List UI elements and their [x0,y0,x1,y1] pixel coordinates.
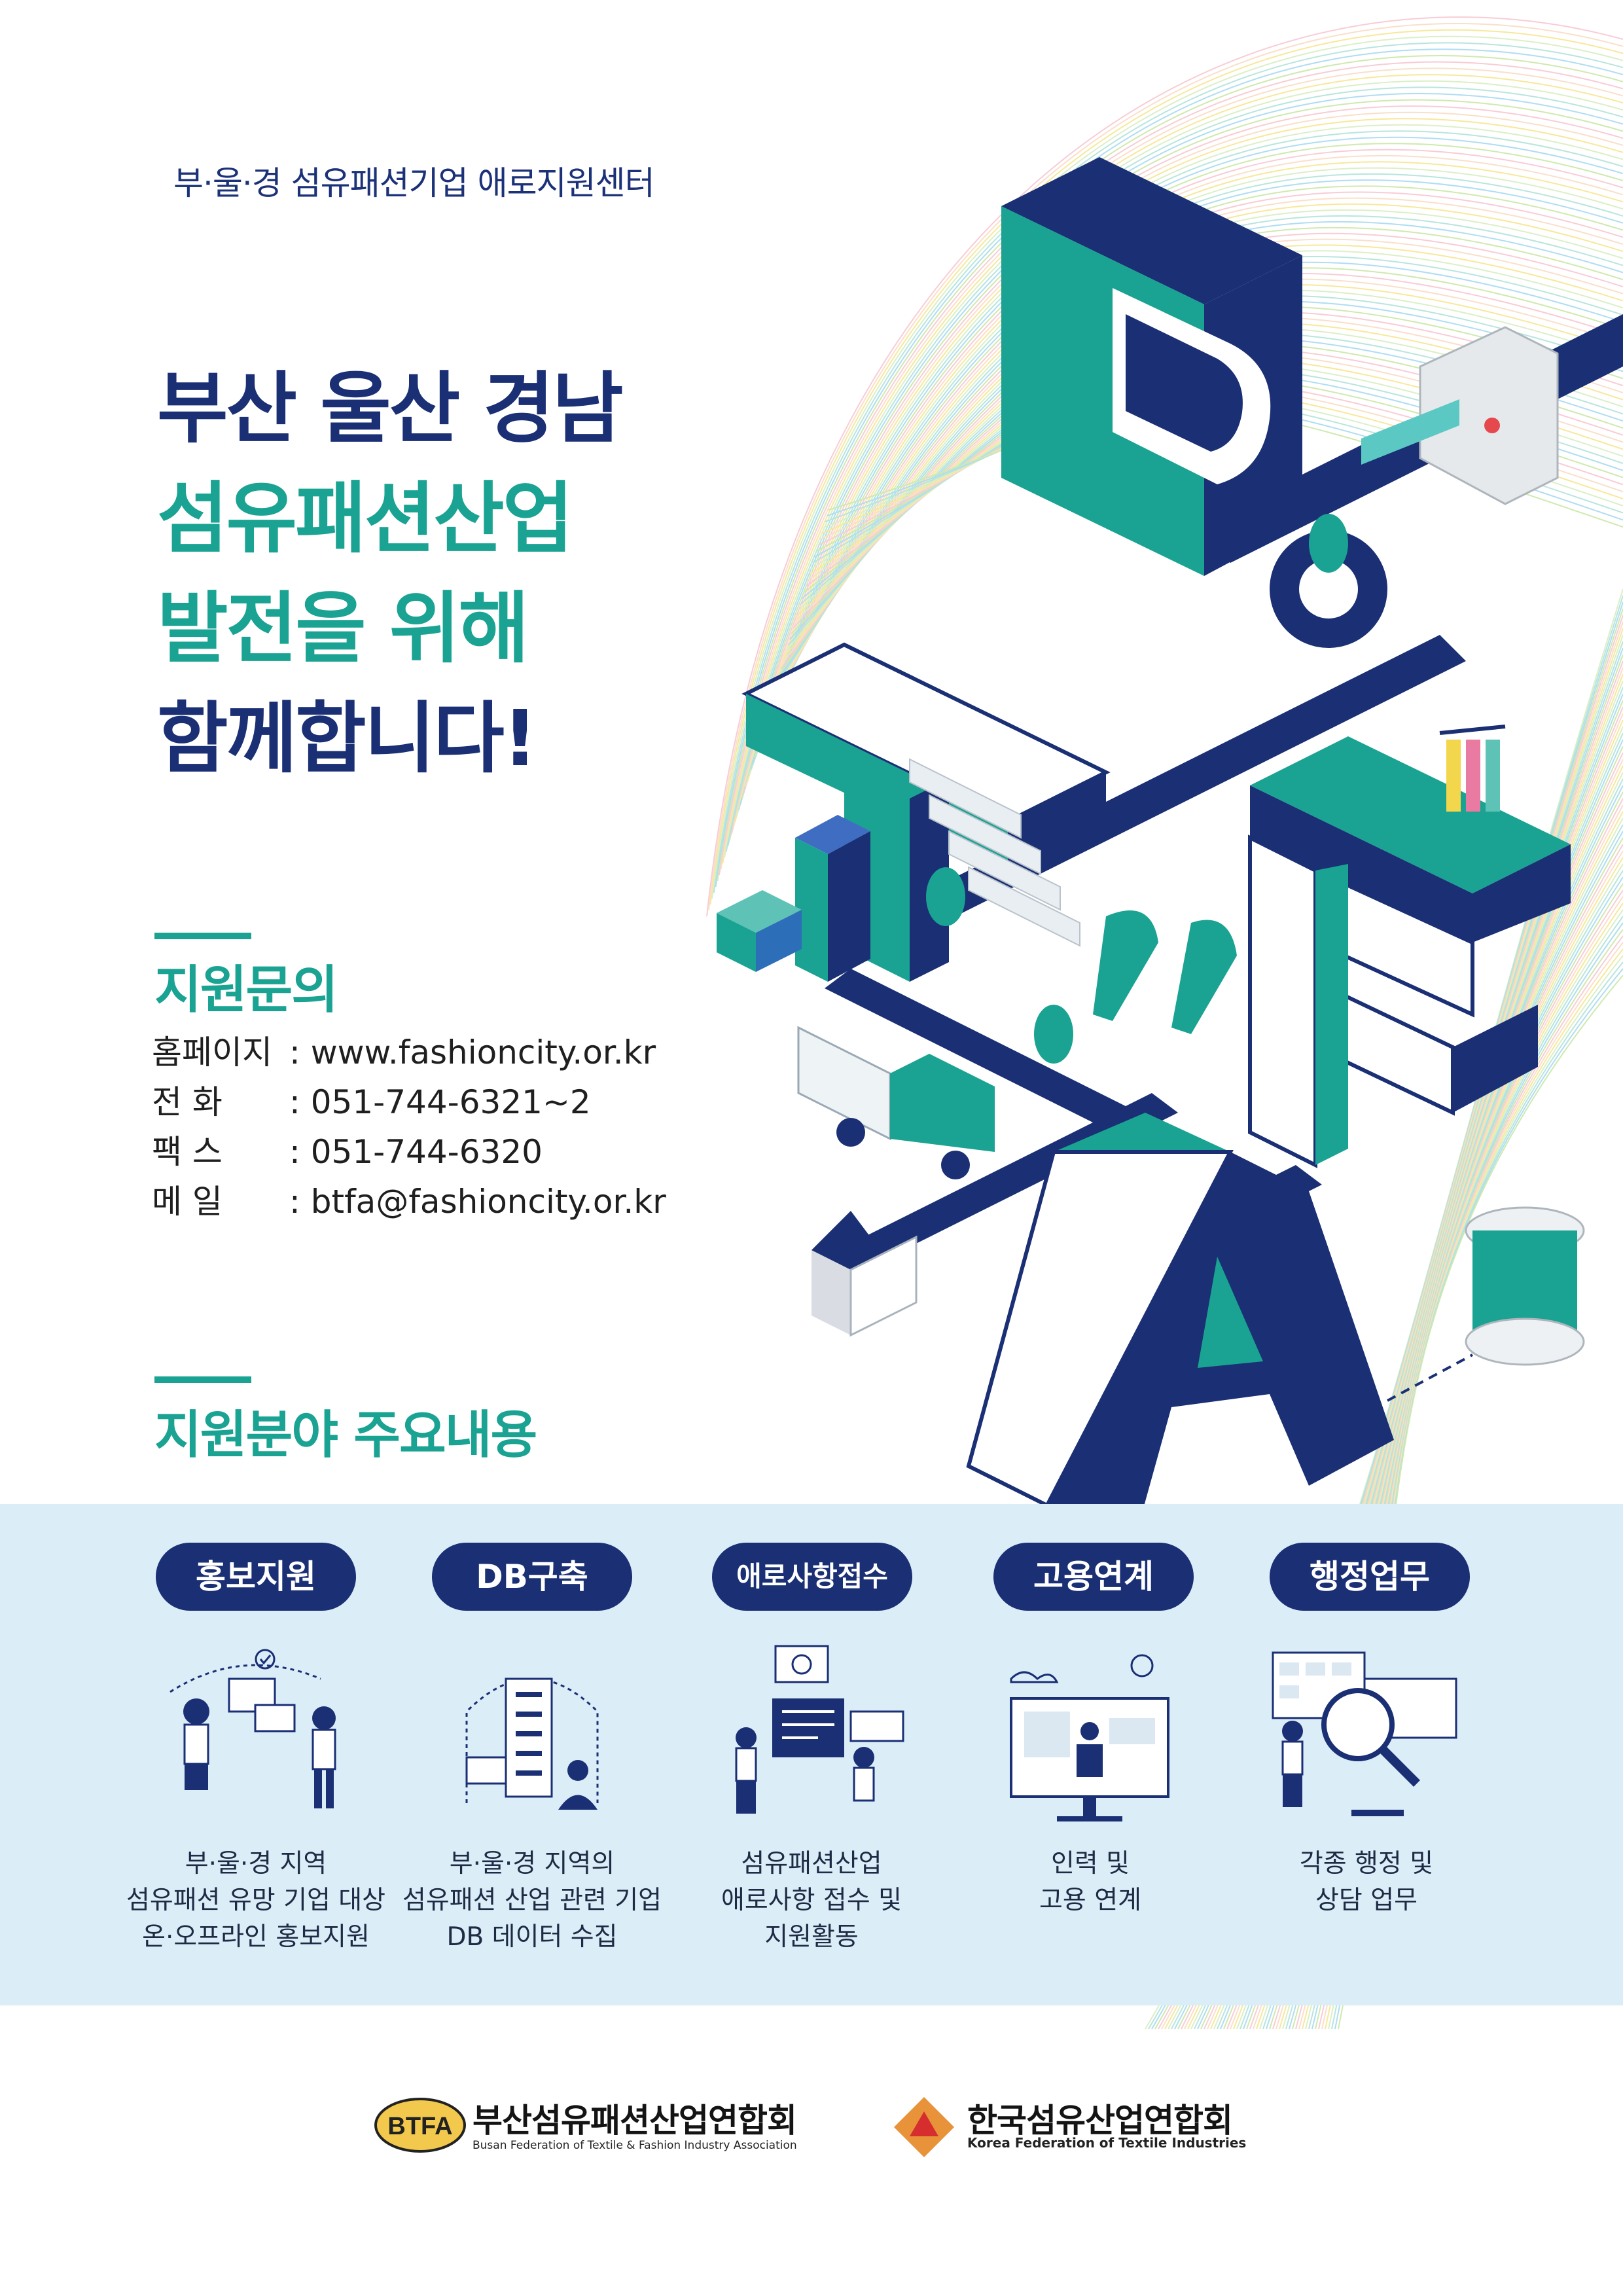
btfa-name: 부산섬유패션산업연합회 [473,2102,797,2140]
btfa-emblem-text: BTFA [387,2113,452,2140]
kofoti-english-name: Korea Federation of Textile Industries [967,2135,1247,2151]
services-section-title: 지원분야 주요내용 [154,1406,537,1465]
tree-icon [926,514,1348,1064]
service-pill-promotion: 홍보지원 [156,1543,356,1611]
sewing-machine-icon [1361,326,1559,505]
service-desc-promotion: 부·울·경 지역 섬유패션 유망 기업 대상 온·오프라인 홍보지원 [126,1849,385,1952]
service-pill-employment: 고용연계 [993,1543,1194,1611]
contact-section-bar [154,933,251,939]
kofoti-emblem-icon [894,2097,954,2157]
fax-number: : 051-744-6320 [289,1133,543,1171]
btfa-english-name: Busan Federation of Textile & Fashion In… [473,2139,797,2152]
promotion-illustration [169,1649,336,1808]
headline-line-1: 부산 울산 경남 [157,363,624,454]
contact-row-homepage: 홈페이지: www.fashioncity.or.kr [152,1033,656,1071]
letter-b-block [1001,157,1302,576]
headline-line-2: 섬유패션산업 [157,473,573,564]
building-icon [717,815,870,982]
kofoti-name: 한국섬유산업연합회 [967,2102,1233,2140]
btfa-logo: BTFA [374,2098,466,2153]
delivery-truck-icon [797,1026,995,1179]
contact-section-title: 지원문의 [154,961,338,1020]
service-pill-complaints: 애로사항접수 [712,1543,912,1611]
service-pill-db: DB구축 [432,1543,632,1611]
letter-f-block [1248,736,1571,1168]
letter-t-block [741,642,1111,982]
service-desc-complaints: 섬유패션산업 애로사항 접수 및 지원활동 [721,1849,902,1952]
complaint-board-illustration [735,1645,904,1814]
thread-spool-icon [1465,1206,1585,1366]
letter-a-block [966,1113,1394,1525]
contact-row-fax: 팩 스: 051-744-6320 [152,1133,543,1171]
wave-line [709,29,1623,905]
headline-line-4: 함께합니다! [157,693,538,783]
service-desc-employment: 인력 및 고용 연계 [1039,1849,1141,1915]
admin-magnifier-illustration [1272,1651,1457,1816]
contact-row-email: 메 일: btfa@fashioncity.or.kr [152,1183,666,1221]
high-heels-icon [1093,910,1237,1034]
service-desc-db: 부·울·경 지역의 섬유패션 산업 관련 기업 DB 데이터 수집 [402,1849,662,1952]
database-illustration [465,1677,599,1810]
service-desc-admin: 각종 행정 및 상담 업무 [1299,1849,1434,1915]
kofoti-logo [891,2094,957,2160]
house-icon [812,1211,918,1337]
headline-line-3: 발전을 위해 [157,583,529,673]
homepage-link[interactable]: : www.fashioncity.or.kr [289,1033,656,1071]
contact-row-phone: 전 화: 051-744-6321~2 [152,1083,591,1121]
email-link[interactable]: : btfa@fashioncity.or.kr [289,1183,666,1221]
service-pill-admin: 행정업무 [1270,1543,1470,1611]
wave-line [706,16,1623,917]
contact-info: 홈페이지: www.fashioncity.or.kr 전 화: 051-744… [152,1028,666,1227]
employment-monitor-illustration [1010,1654,1169,1821]
wave-line [707,22,1623,911]
phone-number: : 051-744-6321~2 [289,1083,591,1121]
services-section-bar [154,1376,251,1383]
organization-name: 부·울·경 섬유패션기업 애로지원센터 [173,164,655,202]
headline: 부산 울산 경남 섬유패션산업 발전을 위해 함께합니다! [157,353,624,793]
btfa-emblem-icon: BTFA [374,2098,466,2153]
clothes-rack-icon [1439,725,1506,812]
